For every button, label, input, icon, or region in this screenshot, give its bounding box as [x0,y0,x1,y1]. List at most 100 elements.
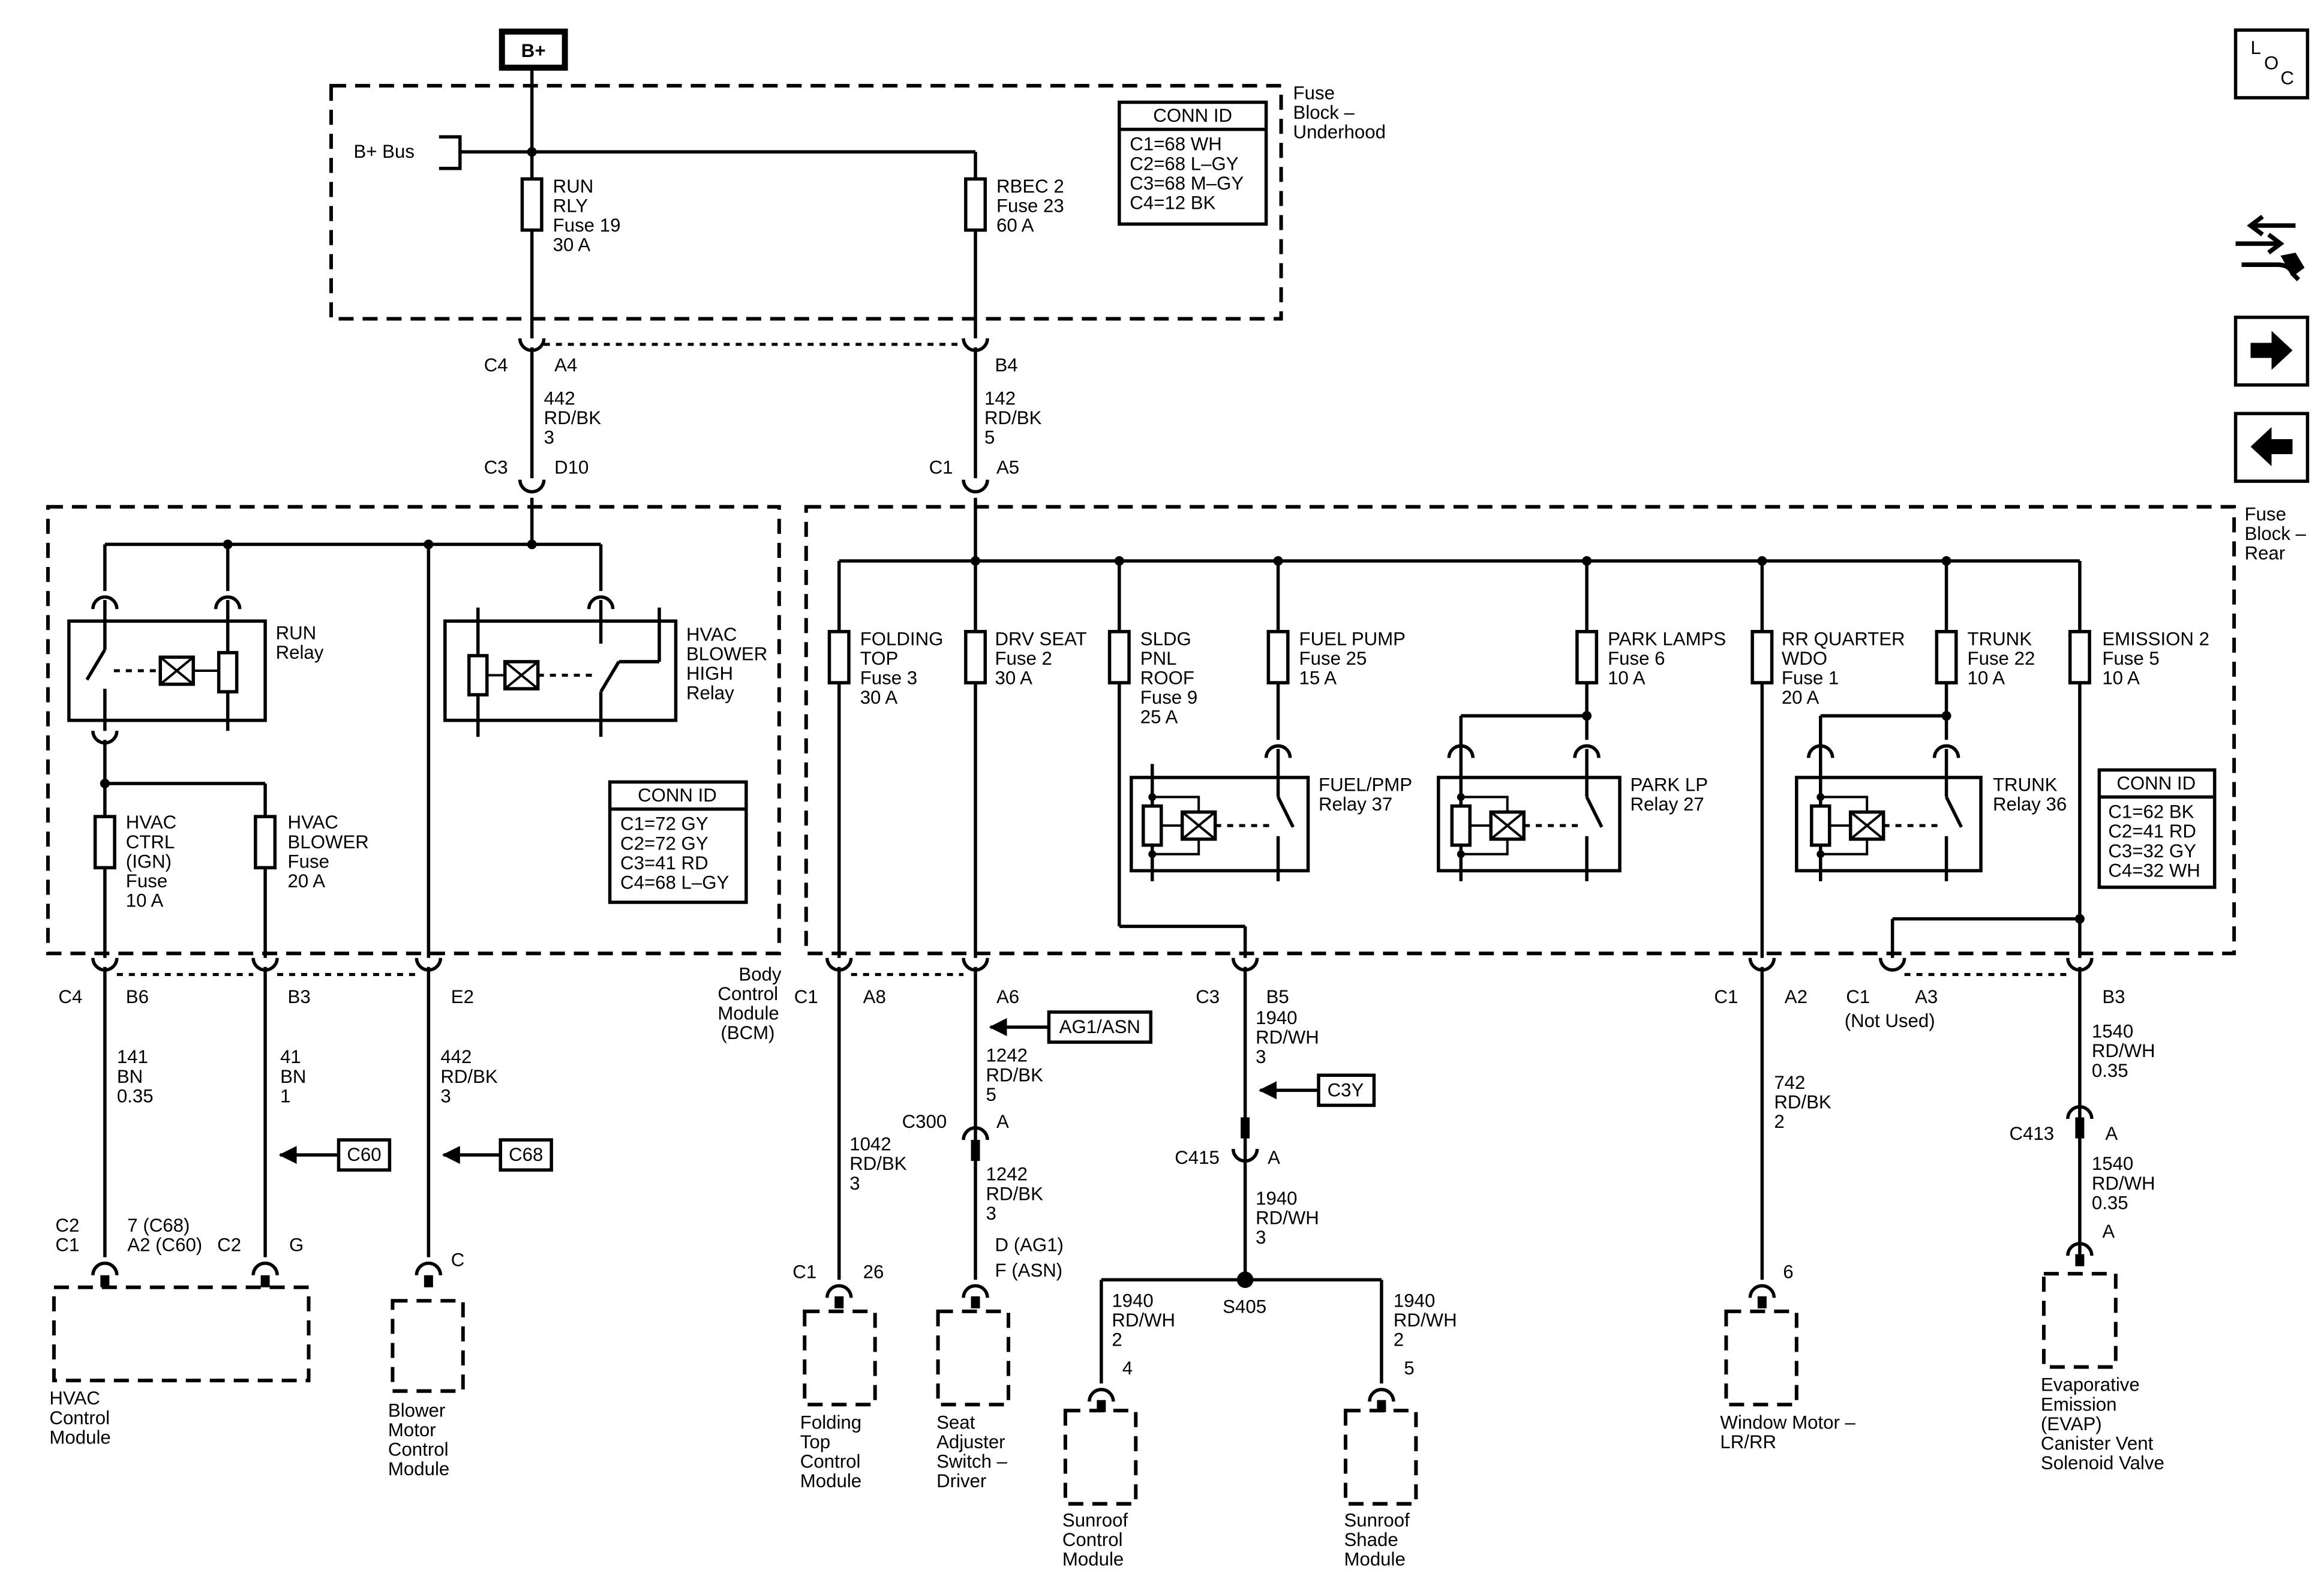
svg-text:C3=32 GY: C3=32 GY [2108,840,2196,861]
svg-text:2: 2 [1394,1329,1404,1350]
svg-text:C4=12 BK: C4=12 BK [1130,192,1215,213]
svg-text:Fuse 6: Fuse 6 [1608,648,1665,669]
rear-conn-id: CONN ID C1=62 BK C2=41 RD C3=32 GY C4=32… [2097,768,2217,889]
svg-text:1940: 1940 [1256,1188,1297,1209]
svg-text:1940: 1940 [1256,1007,1297,1028]
svg-text:RD/BK: RD/BK [849,1153,907,1174]
svg-text:1242: 1242 [986,1045,1028,1066]
underhood-name-2: Block – [1293,102,1355,123]
svg-text:30 A: 30 A [860,687,898,708]
svg-text:3: 3 [986,1203,996,1224]
trunk-relay: TRUNK Relay 36 [1795,711,2067,881]
svg-text:C1: C1 [1846,986,1870,1007]
svg-text:RD/WH: RD/WH [2092,1040,2155,1061]
svg-text:A6: A6 [996,986,1019,1007]
svg-text:Fuse 22: Fuse 22 [1968,648,2035,669]
svg-text:DRV SEAT: DRV SEAT [995,628,1087,649]
svg-text:142: 142 [984,388,1016,409]
wrench-icon[interactable] [2235,214,2305,281]
svg-text:Relay: Relay [686,683,734,704]
svg-text:10 A: 10 A [1608,667,1646,688]
ref-c60[interactable]: C60 [278,1138,392,1172]
svg-text:Module: Module [1062,1548,1124,1569]
svg-text:RD/BK: RD/BK [1774,1091,1831,1112]
svg-text:Fuse: Fuse [2245,503,2286,524]
fuse-run-l4: 30 A [553,235,591,256]
loc-c: C [2281,67,2295,88]
svg-text:S405: S405 [1223,1296,1266,1317]
window-motor-lr-rr [1724,1309,1798,1407]
svg-text:Shade: Shade [1344,1529,1398,1550]
svg-text:C1=72 GY: C1=72 GY [620,813,708,834]
svg-text:C60: C60 [347,1144,381,1165]
svg-text:RD/WH: RD/WH [1112,1310,1175,1331]
svg-text:Block –: Block – [2245,523,2307,544]
svg-text:(IGN): (IGN) [126,851,172,872]
svg-text:A3: A3 [1915,986,1938,1007]
folding-top-control-module [803,1309,877,1407]
ref-c68[interactable]: C68 [442,1138,553,1172]
sunroof-shade-module [1343,1409,1418,1506]
svg-text:C2: C2 [217,1235,241,1256]
svg-text:C2: C2 [55,1215,79,1236]
svg-text:FUEL PUMP: FUEL PUMP [1299,628,1406,649]
svg-text:Evaporative: Evaporative [2041,1374,2140,1395]
svg-text:Control: Control [800,1451,861,1472]
fuse-rbec-l2: Fuse 23 [996,195,1064,216]
svg-text:Control: Control [1062,1529,1123,1550]
svg-text:Relay 37: Relay 37 [1319,794,1392,815]
svg-text:20 A: 20 A [1782,687,1819,708]
svg-text:Module: Module [1344,1548,1405,1569]
svg-text:(Not Used): (Not Used) [1845,1010,1935,1031]
svg-text:TRUNK: TRUNK [1968,628,2032,649]
underhood-name-3: Underhood [1293,122,1386,143]
svg-text:Body: Body [738,963,782,984]
svg-text:RD/WH: RD/WH [1256,1027,1319,1048]
next-arrow-icon[interactable] [2233,316,2310,387]
svg-text:(BCM): (BCM) [720,1022,774,1043]
ref-c3y[interactable]: C3Y [1259,1073,1376,1107]
svg-text:1042: 1042 [849,1134,891,1155]
svg-text:FUEL/PMP: FUEL/PMP [1319,774,1412,795]
svg-text:WDO: WDO [1782,648,1827,669]
svg-text:26: 26 [863,1262,884,1283]
fuse-run-l2: RLY [553,195,588,216]
svg-text:RD/BK: RD/BK [986,1064,1044,1085]
svg-text:C1: C1 [1714,986,1738,1007]
svg-text:RD/WH: RD/WH [1256,1207,1319,1228]
svg-text:C413: C413 [2009,1123,2054,1144]
ref-ag1-asn[interactable]: AG1/ASN [989,1010,1153,1044]
svg-text:BN: BN [280,1066,306,1087]
svg-text:C3=68 M–GY: C3=68 M–GY [1130,173,1244,194]
svg-text:15 A: 15 A [1299,667,1337,688]
svg-text:RD/WH: RD/WH [2092,1173,2155,1194]
svg-text:3: 3 [1256,1046,1266,1067]
svg-text:1540: 1540 [2092,1153,2133,1174]
svg-text:Driver: Driver [936,1470,986,1491]
svg-text:Seat: Seat [936,1412,975,1433]
prev-arrow-icon[interactable] [2233,412,2310,483]
svg-text:C2=72 GY: C2=72 GY [620,833,708,854]
bcm-block: Body Control Module (BCM) RUN Relay [46,497,782,1043]
svg-text:C: C [451,1250,465,1271]
svg-text:Relay 27: Relay 27 [1631,794,1704,815]
svg-text:0.35: 0.35 [117,1085,154,1106]
svg-text:Fuse 25: Fuse 25 [1299,648,1367,669]
svg-text:B5: B5 [1266,986,1289,1007]
svg-text:Window Motor –: Window Motor – [1720,1412,1855,1433]
svg-text:Module: Module [49,1427,110,1448]
svg-text:TOP: TOP [860,648,899,669]
svg-text:CONN ID: CONN ID [1153,105,1232,126]
svg-text:F (ASN): F (ASN) [995,1260,1063,1281]
svg-text:Fuse 9: Fuse 9 [1140,687,1197,708]
locator-icon[interactable]: L O C [2233,28,2310,100]
svg-text:A4: A4 [554,355,577,376]
run-relay: RUN Relay [67,544,324,743]
svg-text:FOLDING: FOLDING [860,628,944,649]
b-plus-source: B+ [499,28,568,71]
svg-text:Adjuster: Adjuster [936,1431,1005,1452]
svg-text:A: A [2102,1221,2115,1242]
svg-text:25 A: 25 A [1140,707,1178,728]
svg-text:442: 442 [544,388,575,409]
svg-text:10 A: 10 A [2102,667,2140,688]
